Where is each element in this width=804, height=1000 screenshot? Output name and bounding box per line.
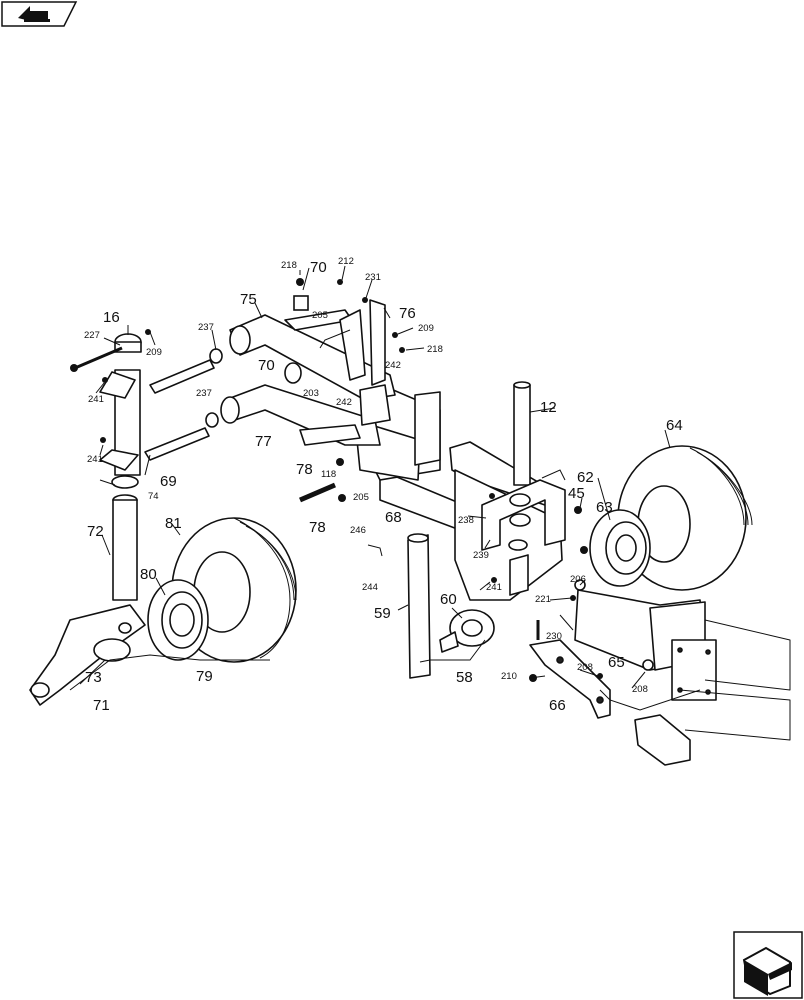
kingpin-tube (99, 333, 142, 601)
callout-66: 66 (549, 697, 566, 714)
callout-221: 221 (535, 594, 551, 605)
callout-241-a: 241 (88, 394, 104, 405)
callout-59: 59 (374, 605, 391, 622)
callout-77: 77 (255, 433, 272, 450)
callout-244: 244 (362, 582, 378, 593)
right-rim-63 (589, 509, 651, 587)
lower-rail (634, 689, 791, 766)
callout-58: 58 (456, 669, 473, 686)
spindle-arm-71 (29, 604, 146, 706)
callout-237-b: 237 (196, 388, 212, 399)
callout-12: 12 (540, 399, 557, 416)
callout-203: 203 (303, 388, 319, 399)
next-page-icon[interactable] (733, 931, 803, 999)
callout-74: 74 (148, 491, 159, 502)
callout-81: 81 (165, 515, 182, 532)
leader-lines (69, 265, 701, 711)
callout-205-b: 205 (353, 492, 369, 503)
callout-208-b: 208 (632, 684, 648, 695)
mounting-block-65 (574, 589, 791, 701)
callout-239: 239 (473, 550, 489, 561)
callout-73: 73 (85, 669, 102, 686)
callout-218-a: 218 (281, 260, 297, 271)
hardware (70, 278, 654, 682)
callout-75: 75 (240, 291, 257, 308)
hub-60 (439, 609, 495, 653)
bracket-66 (529, 639, 611, 719)
callout-71: 71 (93, 697, 110, 714)
callout-242-b: 242 (336, 397, 352, 408)
callout-78-a: 78 (296, 461, 313, 478)
callout-212: 212 (338, 256, 354, 267)
callout-45: 45 (568, 485, 585, 502)
stub-shafts (144, 359, 215, 461)
callout-241-b: 241 (87, 454, 103, 465)
callout-238: 238 (458, 515, 474, 526)
callout-237-a: 237 (198, 322, 214, 333)
callout-16: 16 (103, 309, 120, 326)
prev-page-icon[interactable] (1, 1, 78, 27)
callout-231: 231 (365, 272, 381, 283)
lower-arm-77 (220, 384, 381, 446)
left-rim-80 (147, 579, 209, 661)
callout-labels: 218 70 212 231 75 205 76 209 218 16 227 … (84, 256, 683, 714)
bracket-76 (339, 299, 386, 386)
callout-118: 118 (321, 469, 336, 480)
callout-208-a: 208 (577, 662, 593, 673)
callout-76: 76 (399, 305, 416, 322)
callout-72: 72 (87, 523, 104, 540)
callout-246: 246 (350, 525, 366, 536)
callout-68: 68 (385, 509, 402, 526)
callout-70-a: 70 (310, 259, 327, 276)
callout-79: 79 (196, 668, 213, 685)
callout-230: 230 (546, 631, 562, 642)
callout-70-b: 70 (258, 357, 275, 374)
callout-69: 69 (160, 473, 177, 490)
caster-bracket (481, 479, 566, 596)
post-59 (407, 533, 431, 679)
callout-62: 62 (577, 469, 594, 486)
callout-227: 227 (84, 330, 100, 341)
callout-210: 210 (501, 671, 517, 682)
callout-242-a: 242 (385, 360, 401, 371)
callout-205-a: 205 (312, 310, 328, 321)
frame-pillar (359, 384, 441, 466)
callout-64: 64 (666, 417, 683, 434)
pin-12 (513, 381, 531, 486)
callout-209-b: 209 (146, 347, 162, 358)
callout-63: 63 (596, 499, 613, 516)
callout-78-b: 78 (309, 519, 326, 536)
callout-80: 80 (140, 566, 157, 583)
callout-209-a: 209 (418, 323, 434, 334)
callout-241-c: 241 (486, 582, 502, 593)
callout-218-b: 218 (427, 344, 443, 355)
callout-206: 206 (570, 574, 586, 585)
callout-65: 65 (608, 654, 625, 671)
callout-60: 60 (440, 591, 457, 608)
